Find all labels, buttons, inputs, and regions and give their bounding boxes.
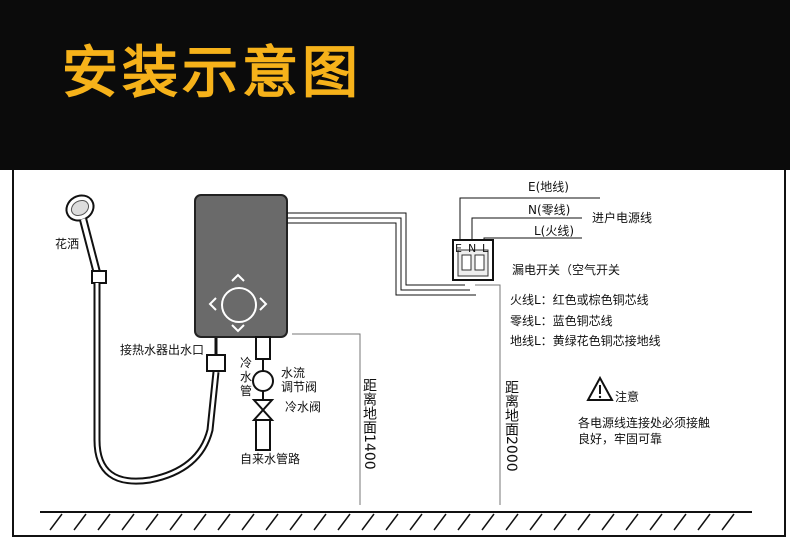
label-ground-wire: 地线L：黄绿花色铜芯接地线 <box>510 334 661 348</box>
outlet-nut <box>206 354 226 372</box>
header-band: 安装示意图 <box>0 0 790 170</box>
label-wire-e: E(地线) <box>528 180 569 194</box>
label-wire-l: L(火线) <box>534 224 575 238</box>
label-flow-valve-2: 调节阀 <box>281 380 318 394</box>
control-arrows-icon <box>208 273 268 333</box>
label-tap-pipe: 自来水管路 <box>240 452 301 466</box>
label-outlet: 接热水器出水口 <box>120 343 205 357</box>
label-cold-pipe-1: 冷 <box>240 356 253 370</box>
label-wire-n: N(零线) <box>528 203 571 217</box>
label-caution: 注意 <box>615 390 640 404</box>
label-terminal-e: E <box>455 242 462 255</box>
heater-cable <box>287 212 476 296</box>
label-height-2000: 距离地面2000 <box>503 380 519 472</box>
caution-note: 各电源线连接处必须接触良好，牢固可靠 <box>578 416 711 447</box>
diagram-frame <box>12 170 786 537</box>
height-line-1400 <box>292 333 361 505</box>
breaker-switch <box>452 239 494 281</box>
label-neutral-wire: 零线L：蓝色铜芯线 <box>510 314 613 328</box>
label-terminal-n: N <box>468 242 477 255</box>
warning-triangle-icon <box>586 375 614 401</box>
floor-hatching <box>49 513 735 531</box>
cold-water-pipe <box>251 336 275 451</box>
label-height-1400: 距离地面1400 <box>361 378 377 470</box>
label-flow-valve-1: 水流 <box>281 366 306 380</box>
label-cold-pipe-2: 水 <box>240 370 253 384</box>
label-shower: 花洒 <box>55 237 80 251</box>
label-live-wire: 火线L：红色或棕色铜芯线 <box>510 293 649 307</box>
label-breaker: 漏电开关（空气开关 <box>512 263 621 277</box>
label-power-line: 进户电源线 <box>592 211 653 225</box>
control-dial-icon <box>221 287 257 323</box>
label-terminal-l: L <box>482 242 489 255</box>
height-line-2000 <box>475 284 501 505</box>
page-title: 安装示意图 <box>62 40 362 106</box>
label-cold-pipe-3: 管 <box>240 384 253 398</box>
label-cold-valve: 冷水阀 <box>285 400 322 414</box>
